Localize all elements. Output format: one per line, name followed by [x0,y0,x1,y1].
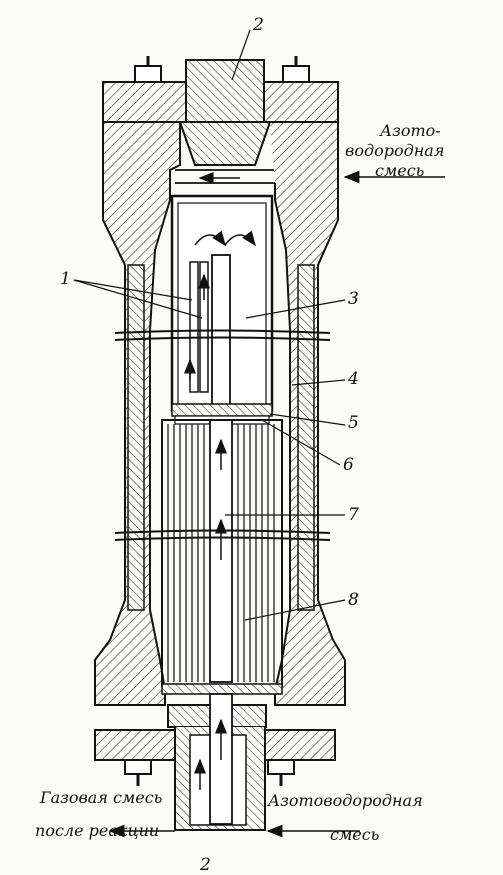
label-6: 6 [343,455,354,475]
catalyst-basket [170,194,274,416]
label-2-bottom: 2 [199,855,211,875]
break-lines [114,329,331,541]
bottom-cover [94,693,336,831]
central-pipe [209,419,233,683]
top-cover [102,59,339,184]
caption-inlet-bottom-1: Азотоводородная [267,791,423,810]
caption-inlet-top-3: смесь [375,161,424,180]
caption-outlet-2: после реакции [35,821,159,840]
caption-inlet-top-1: Азото- [379,121,441,140]
label-8: 8 [348,590,359,610]
label-3: 3 [348,289,359,309]
label-2-top: 2 [252,15,264,35]
insulation-lining [127,264,315,611]
label-7: 7 [348,505,359,525]
label-4: 4 [347,369,359,389]
label-5: 5 [348,413,359,433]
caption-inlet-bottom-2: смесь [330,825,379,844]
bottom-tube-plate [161,683,283,695]
bottom-bolts [124,759,295,786]
heat-exchanger-tubes [167,424,275,682]
label-1: 1 [60,269,71,289]
caption-outlet-1: Газовая смесь [39,788,162,807]
leader-lines [73,29,346,621]
caption-inlet-top-2: водородная [345,141,444,160]
